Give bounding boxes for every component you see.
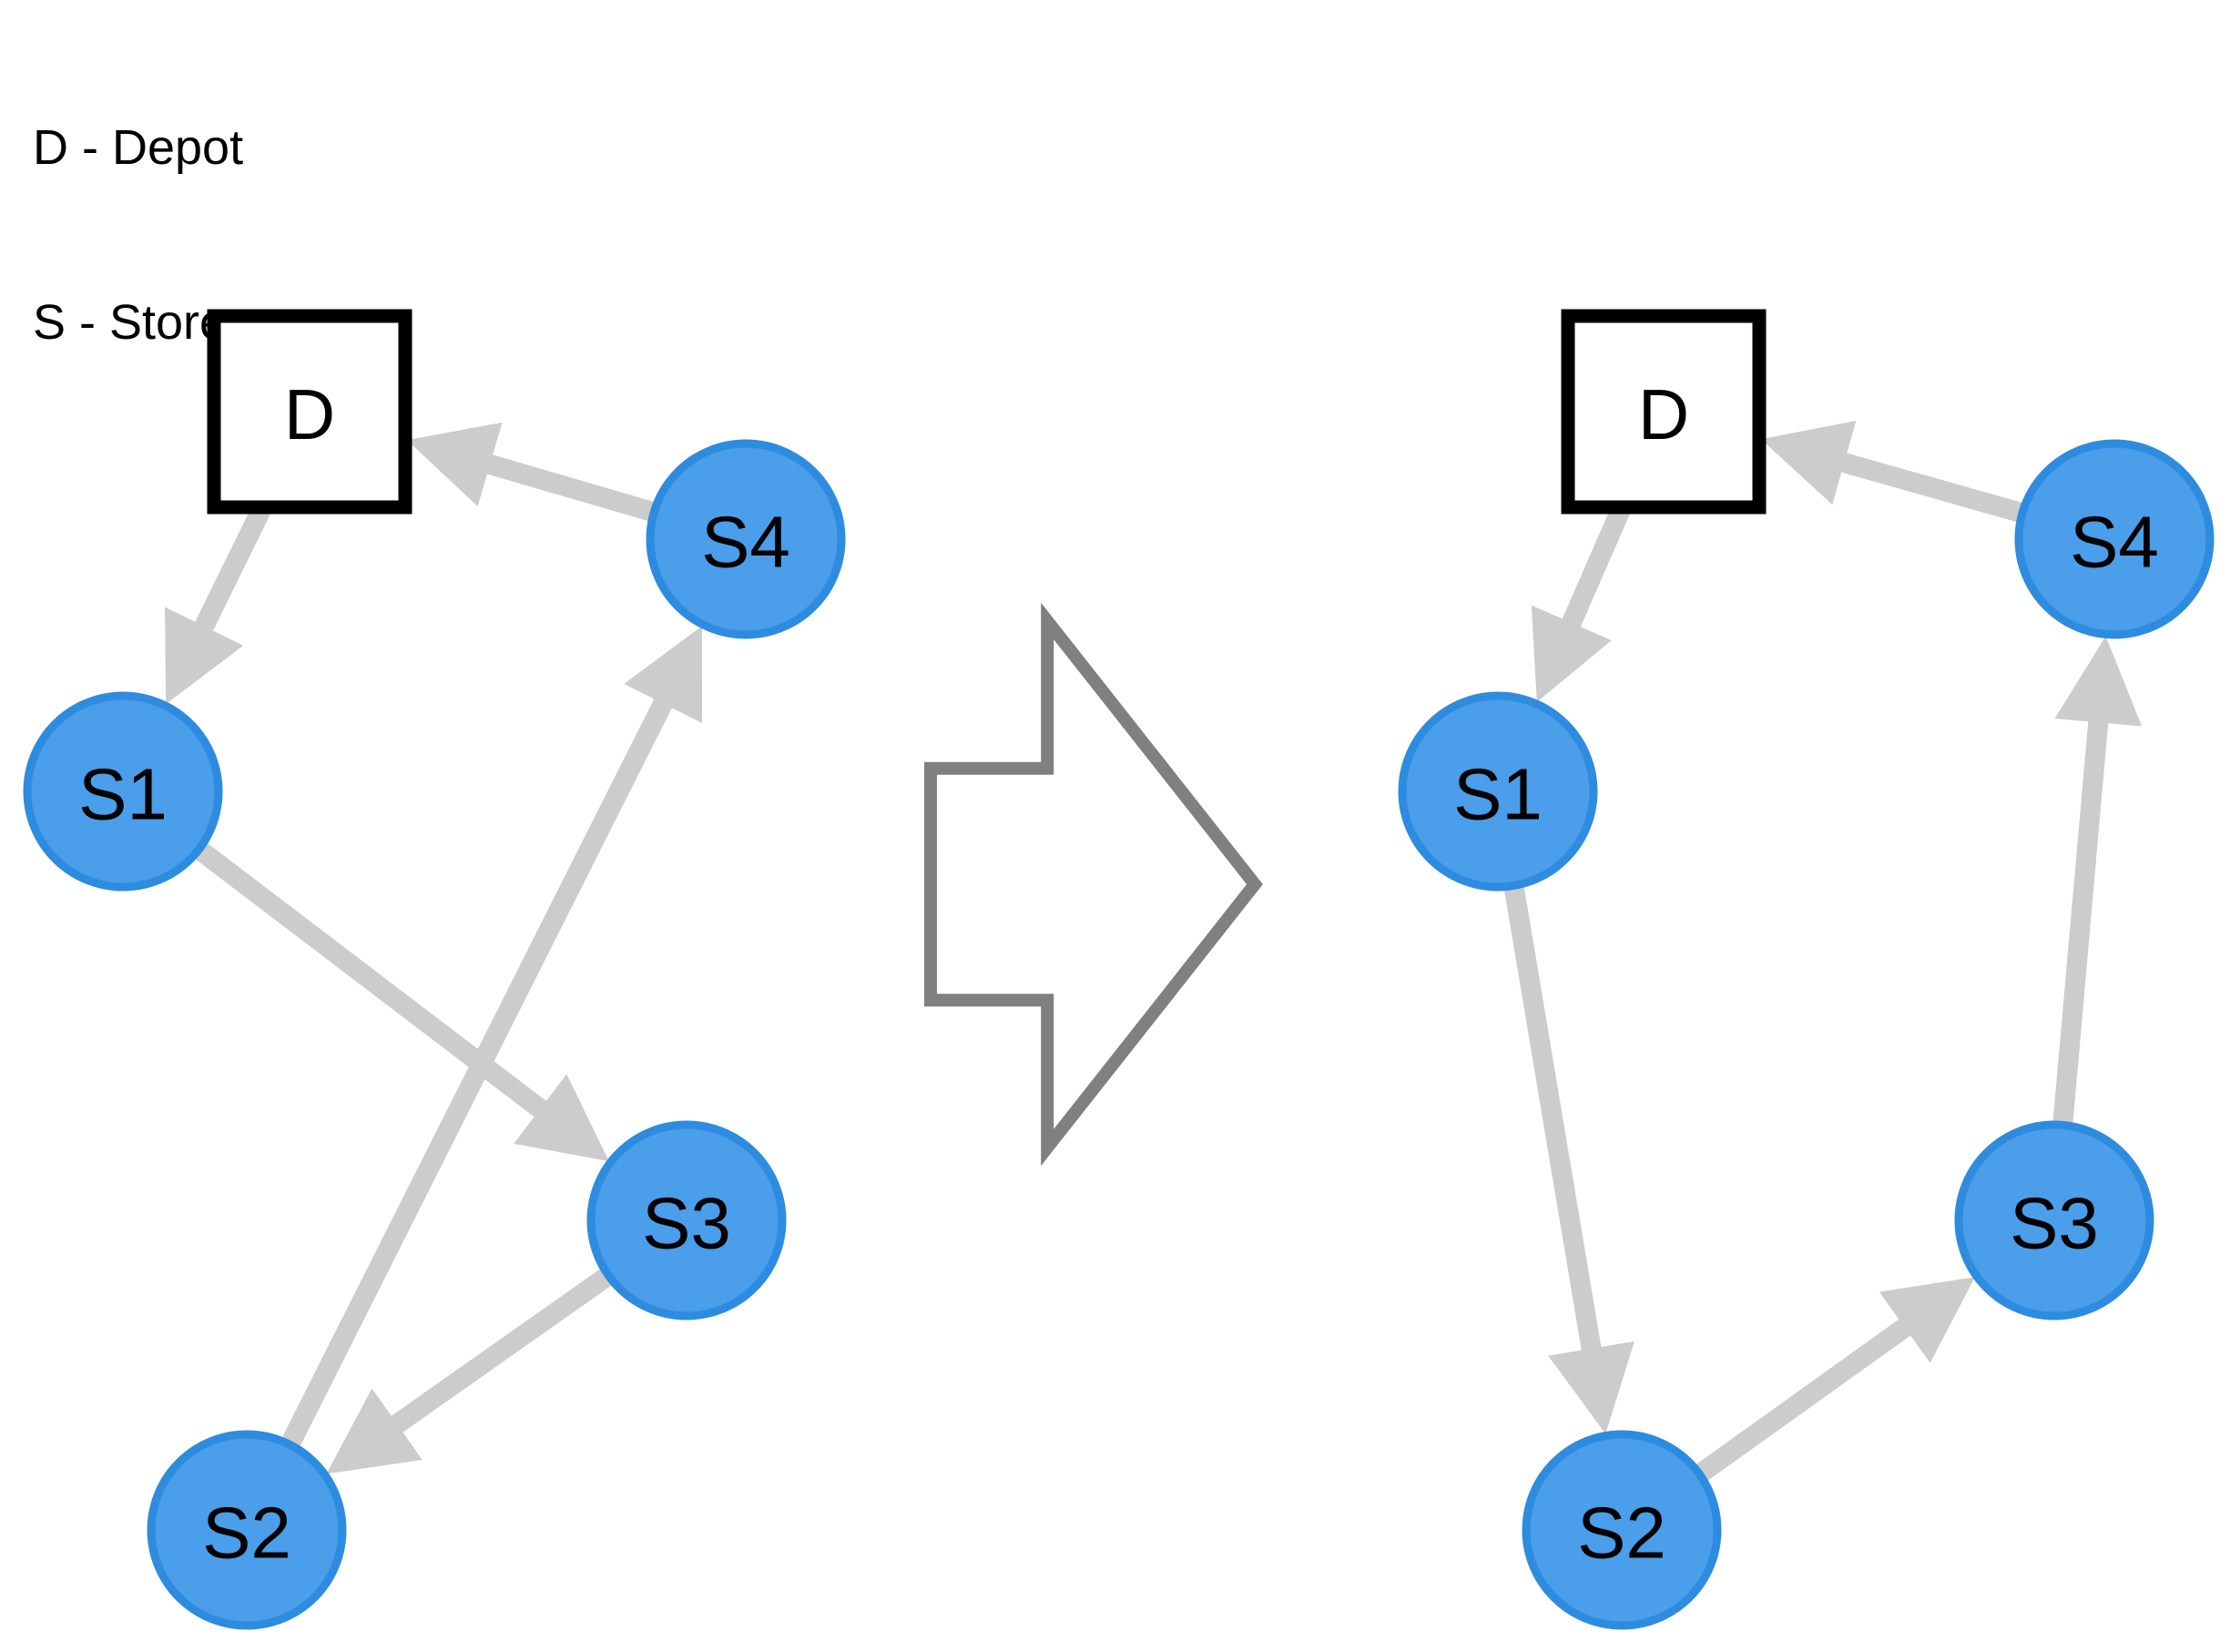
store-node-shape — [646, 439, 846, 639]
edge-s4-to-d — [1760, 420, 2024, 523]
edges-group-optimized — [1503, 420, 2143, 1482]
node-label: D — [284, 374, 335, 454]
edge-s2-to-s3 — [1695, 1277, 1975, 1482]
node-s1[interactable]: S1 — [1398, 691, 1598, 892]
legend-line-depot: D - Depot — [33, 120, 244, 176]
node-label: D — [1638, 374, 1689, 454]
node-s4[interactable]: S4 — [2014, 439, 2215, 639]
depot-node-shape — [207, 309, 412, 515]
edge-s1-to-s2 — [1503, 885, 1634, 1434]
edge-d-to-s1 — [165, 504, 271, 704]
transition-arrow-group — [924, 602, 1263, 1167]
node-label: S2 — [202, 1493, 291, 1574]
store-node-shape — [147, 1430, 347, 1630]
depot-node-shape — [1561, 309, 1767, 515]
edge-s4-to-d — [406, 422, 656, 522]
node-label: S4 — [2070, 502, 2159, 583]
node-label: S1 — [1453, 754, 1543, 835]
node-label: S3 — [642, 1183, 731, 1264]
node-d[interactable]: D — [1561, 309, 1767, 515]
node-s3[interactable]: S3 — [1954, 1120, 2154, 1321]
edge-s3-to-s4 — [2052, 636, 2143, 1125]
edge-s2-to-s4 — [281, 626, 702, 1448]
node-s3[interactable]: S3 — [586, 1120, 787, 1321]
legend: D - Depot S - Store — [33, 4, 243, 468]
node-s1[interactable]: S1 — [23, 691, 223, 892]
store-node-shape — [23, 691, 223, 892]
node-d[interactable]: D — [207, 309, 412, 515]
node-s2[interactable]: S2 — [1522, 1430, 1722, 1630]
store-node-shape — [1954, 1120, 2154, 1321]
node-label: S2 — [1577, 1493, 1666, 1574]
node-label: S4 — [701, 502, 790, 583]
store-node-shape — [586, 1120, 787, 1321]
edge-s1-to-s3 — [194, 842, 609, 1162]
edge-s3-to-s2 — [326, 1268, 613, 1474]
node-s2[interactable]: S2 — [147, 1430, 347, 1630]
edge-d-to-s1 — [1531, 505, 1631, 702]
edges-group-unoptimized — [165, 422, 702, 1474]
node-s4[interactable]: S4 — [646, 439, 846, 639]
node-label: S1 — [78, 754, 168, 835]
store-node-shape — [1398, 691, 1598, 892]
store-node-shape — [2014, 439, 2215, 639]
store-node-shape — [1522, 1430, 1722, 1630]
node-label: S3 — [2010, 1183, 2099, 1264]
transition-arrow-icon — [924, 602, 1263, 1167]
